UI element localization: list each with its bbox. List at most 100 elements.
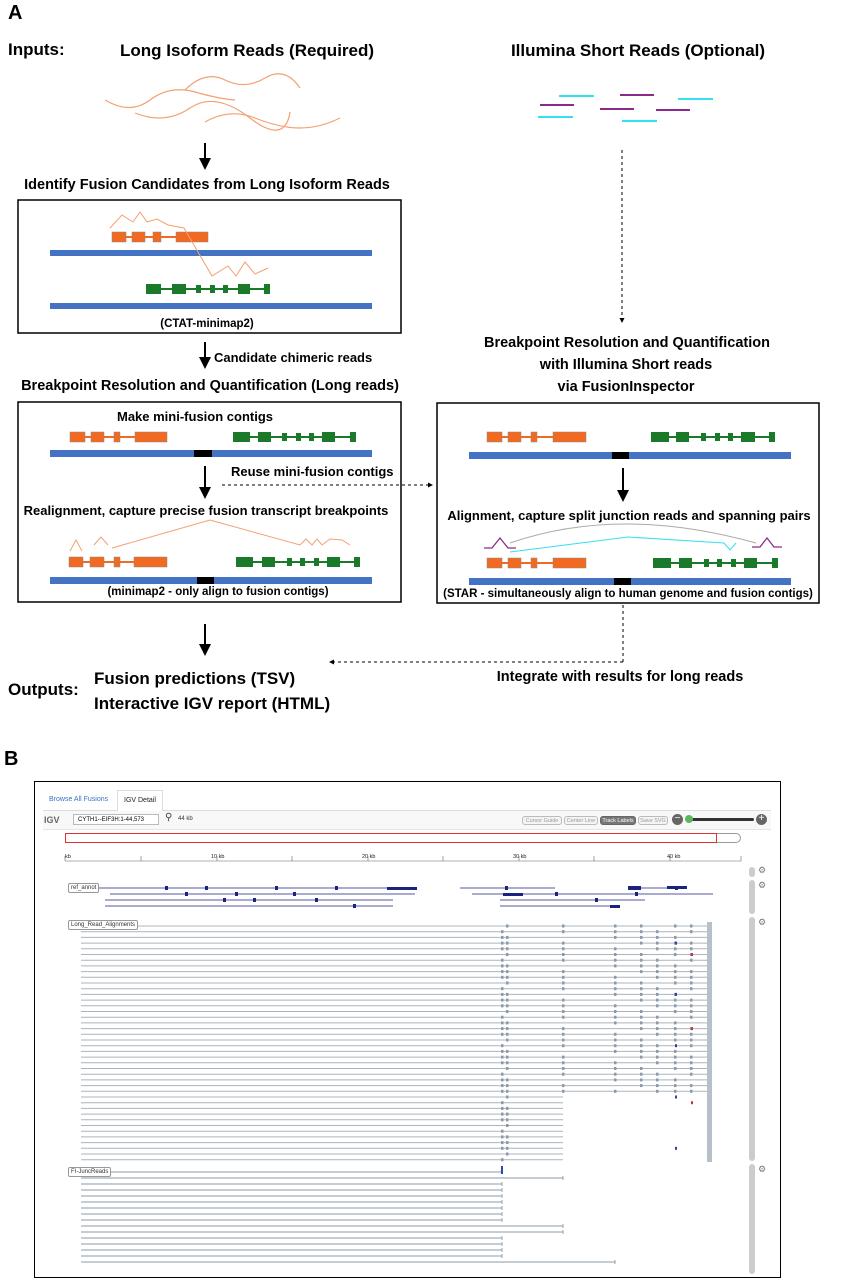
mismatch-block [691,1027,693,1031]
junc-breakpoint [501,1166,503,1174]
sr-orange-gene-top [486,431,587,443]
read-block [501,1021,504,1025]
read-block [562,1004,565,1008]
tab-bar: Browse All Fusions IGV Detail [43,790,771,812]
align-capture-label: Alignment, capture split junction reads … [447,508,811,523]
zoom-in-icon[interactable]: + [756,814,767,825]
read-block [674,1027,677,1031]
read-block [656,1015,659,1019]
read-block [614,1004,617,1008]
read-block [501,941,504,945]
panel-a-letter: A [8,2,23,24]
read-block [501,1135,504,1139]
gene-exon [223,898,226,902]
read-block [640,953,643,956]
gene-exon [555,892,558,896]
read-block [506,998,509,1002]
read-block [506,1061,509,1065]
ruler-gear-icon[interactable]: ⚙ [758,865,767,875]
integrate-label: Integrate with results for long reads [496,669,744,685]
read-block [640,941,643,945]
outputs-label: Outputs: [8,680,79,699]
read-block [656,935,659,939]
read-block [674,975,677,979]
center-line-button[interactable]: Center Line [564,816,598,825]
read-block [562,1027,565,1031]
read-block [506,1118,509,1122]
read-block [640,964,643,968]
mismatch-block [691,953,693,956]
long-read-gear-icon[interactable]: ⚙ [758,917,767,927]
read-block [506,1084,509,1088]
read-block [501,1027,504,1031]
star-label: (STAR - simultaneously align to human ge… [443,588,813,600]
read-block [506,1152,509,1156]
read-block [656,930,659,934]
read-block [640,1072,643,1076]
read-block [501,1055,504,1059]
read-block [614,987,617,991]
read-block [614,1078,617,1082]
read-block [506,1004,509,1008]
ref-annot-gear-icon[interactable]: ⚙ [758,880,767,890]
read-block [506,964,509,968]
read-block [640,1084,643,1088]
read-block [674,1021,677,1025]
read-block [656,947,659,951]
read-block [501,1015,504,1019]
locus-input[interactable]: CYTH1--EIF3H:1-44,573 [73,814,159,825]
fi-juncreads-scrollbar[interactable] [749,1164,755,1274]
zoom-slider-handle[interactable] [685,815,693,823]
read-block [506,981,509,985]
read-block [501,964,504,968]
read-block [674,1078,677,1082]
read-block [614,935,617,939]
read-block [562,987,565,991]
read-block [656,1072,659,1076]
tab-browse-all-fusions[interactable]: Browse All Fusions [49,796,109,803]
ruler-track-scrollbar[interactable] [749,867,755,877]
read-block [501,1146,504,1150]
read-block [562,1032,565,1036]
read-block [690,1084,693,1088]
read-block [640,935,643,939]
read-block [614,1044,617,1048]
zoom-out-icon[interactable]: − [672,814,683,825]
read-block [640,1049,643,1053]
track-labels-button[interactable]: Track Labels [600,816,636,825]
fi-juncreads-gear-icon[interactable]: ⚙ [758,1164,767,1174]
identify-title: Identify Fusion Candidates from Long Iso… [24,177,390,193]
breakpoint-short-title-2: with Illumina Short reads [539,357,713,373]
inputs-label: Inputs: [8,40,65,59]
read-block [614,930,617,934]
long-read-scrollbar[interactable] [749,917,755,1161]
read-block [506,1146,509,1150]
lr-green-gene-top [233,432,356,442]
read-block [506,935,509,939]
read-block [562,1072,565,1076]
read-block [501,1072,504,1076]
read-block [506,1124,509,1127]
read-block [614,1049,617,1053]
zoom-slider[interactable] [688,818,754,821]
cursor-guide-button[interactable]: Cursor Guide [522,816,562,825]
read-block [614,964,617,968]
search-icon[interactable]: ⚲ [165,812,173,823]
gene-exon [315,898,318,902]
read-block [656,992,659,996]
read-block [614,1015,617,1019]
save-svg-button[interactable]: Save SVG [638,816,668,825]
read-block [690,987,693,991]
read-block [501,1049,504,1053]
mini-contigs-label: Make mini-fusion contigs [116,409,274,424]
gene-exon [595,898,598,902]
read-block [690,1067,693,1070]
read-block [501,970,504,974]
read-block [640,1027,643,1031]
gene-exon [335,886,338,890]
lr-orange-gene-bottom [68,556,168,568]
ref-annot-scrollbar[interactable] [749,880,755,914]
read-block [656,1027,659,1031]
read-block [640,1010,643,1013]
read-block [562,953,565,956]
